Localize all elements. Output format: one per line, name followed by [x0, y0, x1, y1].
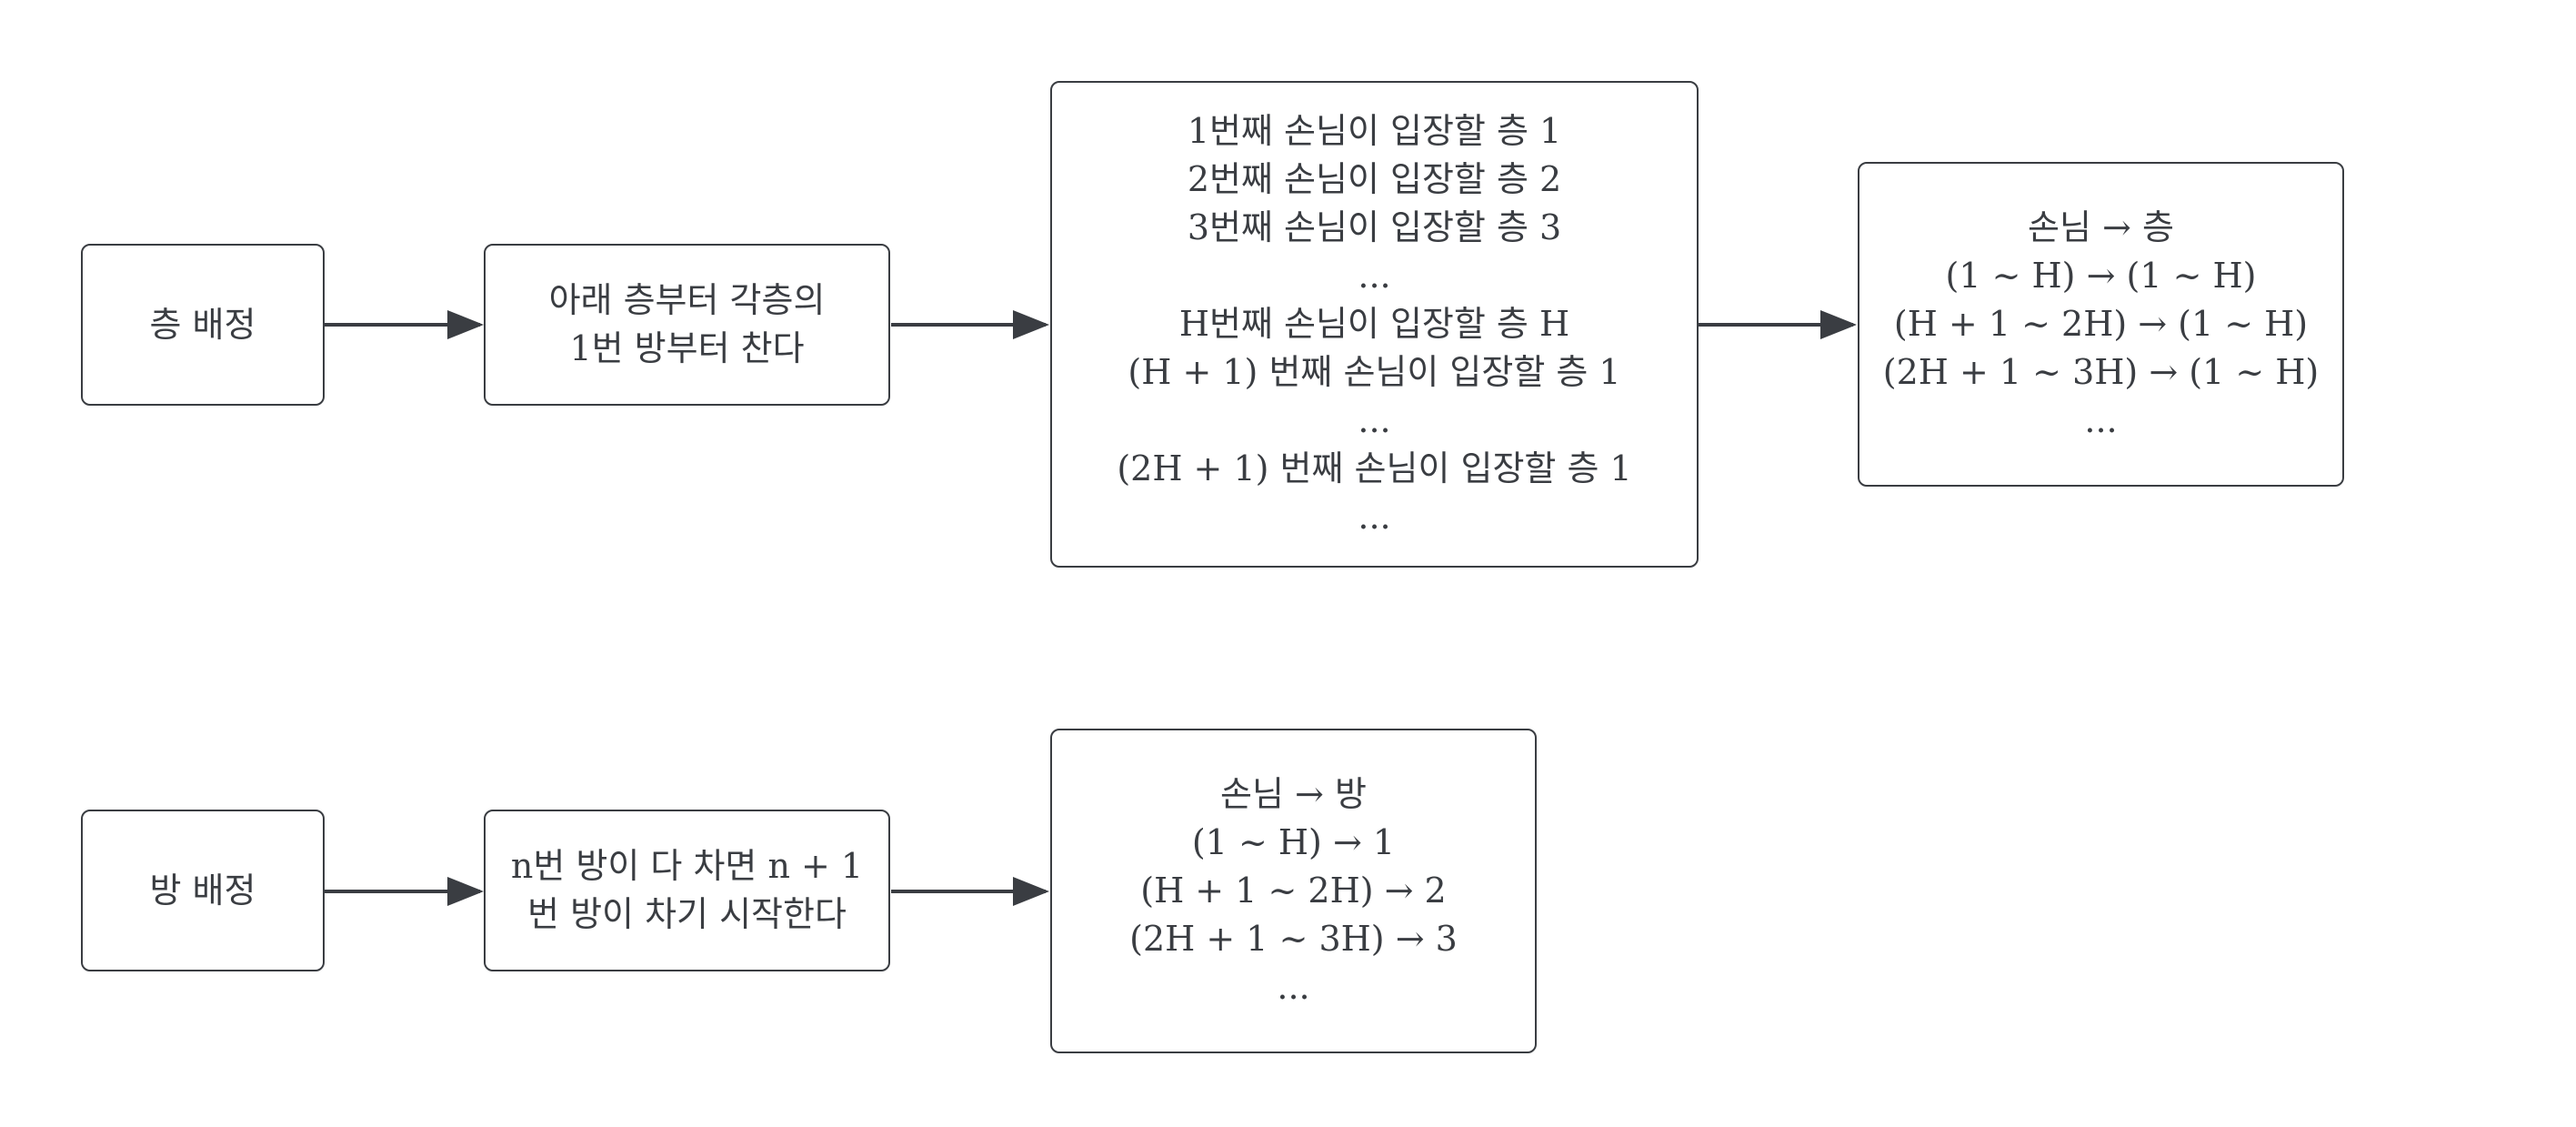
floor-assignment-node: 층 배정 — [81, 244, 325, 406]
node-text-line: (1 ~ H) → (1 ~ H) — [1945, 256, 2257, 296]
node-text-line: 번 방이 차기 시작한다 — [527, 894, 847, 934]
room-rule-node: n번 방이 다 차면 n + 1 번 방이 차기 시작한다 — [484, 810, 890, 971]
node-text-line: 1번째 손님이 입장할 층 1 — [1187, 111, 1562, 151]
room-assignment-node: 방 배정 — [81, 810, 325, 971]
node-text-line: ... — [2084, 400, 2118, 440]
floor-mapping-node: 손님 → 층 (1 ~ H) → (1 ~ H) (H + 1 ~ 2H) → … — [1858, 162, 2344, 487]
node-text-line: 1번 방부터 찬다 — [569, 328, 805, 368]
node-text-line: (H + 1 ~ 2H) → 2 — [1140, 870, 1447, 911]
room-mapping-node: 손님 → 방 (1 ~ H) → 1 (H + 1 ~ 2H) → 2 (2H … — [1050, 729, 1537, 1053]
node-text-line: (H + 1) 번째 손님이 입장할 층 1 — [1128, 352, 1621, 392]
node-text-line: 방 배정 — [149, 870, 256, 911]
node-text-line: (1 ~ H) → 1 — [1191, 822, 1396, 862]
node-text-line: 손님 → 층 — [2028, 207, 2174, 247]
floor-rule-node: 아래 층부터 각층의 1번 방부터 찬다 — [484, 244, 890, 406]
node-text-line: 층 배정 — [149, 304, 256, 345]
node-text-line: H번째 손님이 입장할 층 H — [1178, 304, 1570, 344]
node-text-line: n번 방이 다 차면 n + 1 — [510, 846, 864, 886]
floor-sequence-node: 1번째 손님이 입장할 층 1 2번째 손님이 입장할 층 2 3번째 손님이 … — [1050, 81, 1699, 568]
node-text-line: (2H + 1 ~ 3H) → 3 — [1129, 919, 1458, 959]
node-text-line: (2H + 1 ~ 3H) → (1 ~ H) — [1882, 352, 2320, 392]
node-text-line: ... — [1358, 400, 1391, 440]
node-text-line: ... — [1358, 256, 1391, 296]
node-text-line: (H + 1 ~ 2H) → (1 ~ H) — [1893, 304, 2309, 344]
node-text-line: 2번째 손님이 입장할 층 2 — [1187, 159, 1562, 199]
node-text-line: 손님 → 방 — [1220, 774, 1367, 814]
node-text-line: 아래 층부터 각층의 — [548, 280, 826, 320]
node-text-line: ... — [1358, 497, 1391, 537]
node-text-line: ... — [1277, 967, 1310, 1007]
node-text-line: 3번째 손님이 입장할 층 3 — [1187, 207, 1562, 247]
node-text-line: (2H + 1) 번째 손님이 입장할 층 1 — [1117, 448, 1632, 488]
